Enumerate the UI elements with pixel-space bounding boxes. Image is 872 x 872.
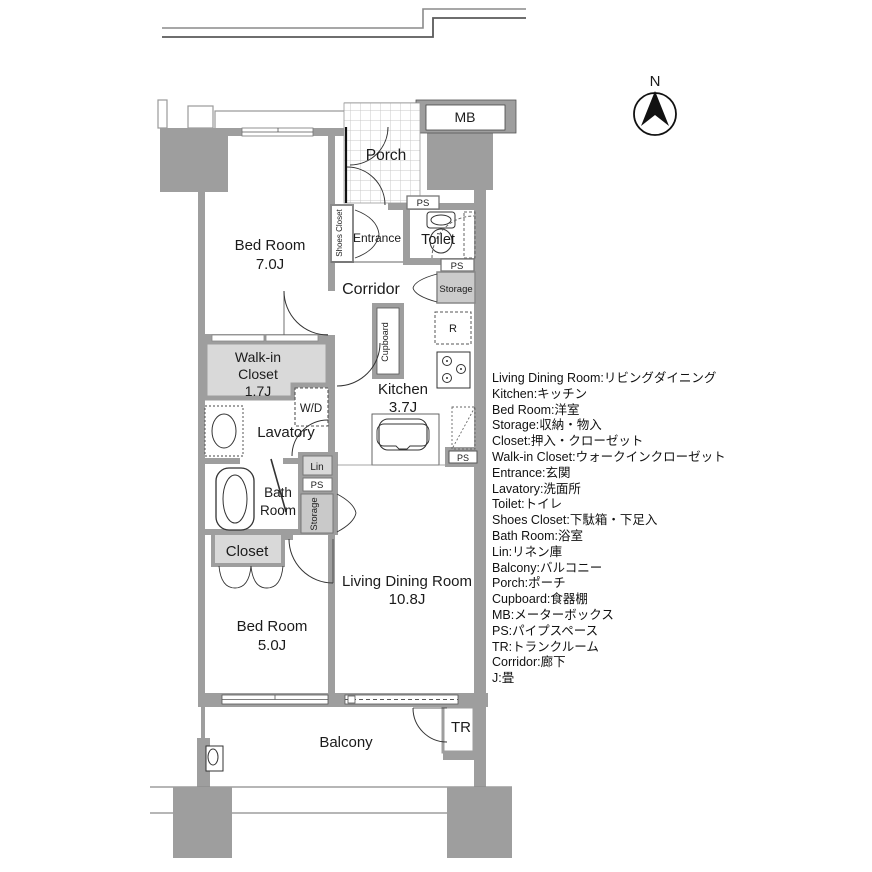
- closet: Closet: [211, 531, 285, 589]
- washer-dryer: W/D: [294, 387, 329, 427]
- wd-label: W/D: [300, 403, 322, 415]
- porch-label: Porch: [366, 147, 407, 164]
- faucet-icon: [205, 745, 224, 772]
- legend-item: Cupboard:食器棚: [492, 592, 588, 607]
- entrance-label: Entrance: [353, 231, 401, 245]
- walk-in-closet-label-1: Walk-in: [235, 349, 281, 365]
- legend-item: Porch:ポーチ: [492, 576, 566, 591]
- shoes-closet: Shoes Closet: [330, 204, 380, 263]
- tr-label: TR: [451, 719, 471, 736]
- toilet-room: Toilet: [421, 211, 476, 259]
- bed-room-7-label: Bed Room: [235, 237, 306, 254]
- legend-item: Storage:収納・物入: [492, 418, 602, 433]
- bed-room-7-size: 7.0J: [256, 256, 284, 273]
- legend-item: Living Dining Room:リビングダイニング: [492, 371, 717, 385]
- legend: Living Dining Room:リビングダイニング Kitchen:キッチ…: [492, 371, 726, 687]
- pillar-bottom-left-over: [173, 787, 232, 858]
- ps-label-1: PS: [417, 198, 430, 209]
- toilet-label: Toilet: [421, 232, 455, 248]
- ps-label-2: PS: [451, 261, 464, 272]
- linen-ps-storage-stack: Lin PS Storage: [300, 455, 357, 534]
- pillar-top-left: [160, 128, 228, 192]
- lavatory-label: Lavatory: [257, 424, 315, 441]
- site-boundary-lines: [162, 8, 526, 38]
- stove-icon: [436, 351, 471, 389]
- legend-item: Kitchen:キッチン: [492, 386, 588, 401]
- legend-item: J:畳: [492, 671, 515, 686]
- walk-in-closet: Walk-in Closet 1.7J: [202, 334, 331, 401]
- shoes-closet-label: Shoes Closet: [335, 208, 344, 256]
- north-arrow: N: [633, 73, 677, 136]
- legend-item: Balcony:バルコニー: [492, 560, 603, 575]
- ps-label-4: PS: [311, 480, 324, 491]
- lin-label: Lin: [310, 462, 323, 473]
- storage-label-2: Storage: [309, 497, 320, 530]
- balcony-label: Balcony: [319, 734, 373, 751]
- legend-item: Toilet:トイレ: [492, 497, 563, 512]
- kitchen-size: 3.7J: [389, 399, 417, 416]
- closet-label: Closet: [226, 543, 269, 560]
- walk-in-closet-label-2: Closet: [238, 366, 278, 382]
- refrigerator-icon: [434, 311, 472, 345]
- fridge-label: R: [449, 323, 457, 335]
- north-label: N: [650, 73, 661, 90]
- legend-item: Walk-in Closet:ウォークインクローゼット: [492, 449, 726, 464]
- bed-room-7: Bed Room 7.0J: [235, 127, 329, 336]
- legend-item: Bath Room:浴室: [492, 528, 584, 543]
- bed-room-5-size: 5.0J: [258, 637, 286, 654]
- kitchen: R Kitchen 3.7J: [336, 311, 476, 466]
- corridor-label: Corridor: [342, 281, 400, 298]
- legend-item: Bed Room:洋室: [492, 402, 580, 417]
- walk-in-closet-size: 1.7J: [245, 383, 271, 399]
- bath-room: Bath Room: [215, 458, 296, 531]
- living-dining-size: 10.8J: [389, 591, 426, 608]
- meter-box: MB: [415, 99, 517, 134]
- bed-room-5-label: Bed Room: [237, 618, 308, 635]
- bath-room-label-1: Bath: [264, 485, 292, 500]
- bath-room-label-2: Room: [260, 503, 296, 518]
- bathtub-icon: [215, 467, 255, 531]
- lavatory: Lavatory: [204, 405, 329, 457]
- entrance: Entrance: [331, 231, 403, 263]
- pipe-spaces: PS PS PS: [406, 195, 478, 464]
- living-dining-label: Living Dining Room: [342, 573, 472, 590]
- hall-storage: Storage: [412, 271, 476, 304]
- storage-label-1: Storage: [439, 284, 472, 295]
- balcony-windows: [221, 694, 459, 705]
- pillar-bottom-right-over: [447, 787, 512, 858]
- porch: Porch: [343, 102, 421, 206]
- living-dining-room: Living Dining Room 10.8J: [342, 573, 472, 608]
- kitchen-label: Kitchen: [378, 381, 428, 398]
- cupboard-label: Cupboard: [380, 322, 390, 362]
- sink-icon: [378, 418, 428, 451]
- legend-item: PS:パイプスペース: [492, 623, 599, 638]
- trunk-room: [441, 705, 476, 754]
- legend-item: Corridor:廊下: [492, 655, 566, 670]
- ps-label-3: PS: [457, 453, 469, 463]
- legend-item: MB:メーターボックス: [492, 607, 614, 622]
- legend-item: Lavatory:洗面所: [492, 481, 581, 496]
- bed-room-5: Bed Room 5.0J: [237, 538, 334, 654]
- mb-label: MB: [455, 109, 476, 125]
- legend-item: Closet:押入・クローゼット: [492, 434, 644, 449]
- balcony: Balcony TR: [205, 705, 476, 772]
- legend-item: Lin:リネン庫: [492, 544, 563, 559]
- legend-item: TR:トランクルーム: [492, 639, 599, 654]
- legend-item: Shoes Closet:下駄箱・下足入: [492, 513, 658, 528]
- legend-item: Entrance:玄関: [492, 465, 571, 480]
- cupboard: Cupboard: [376, 307, 400, 375]
